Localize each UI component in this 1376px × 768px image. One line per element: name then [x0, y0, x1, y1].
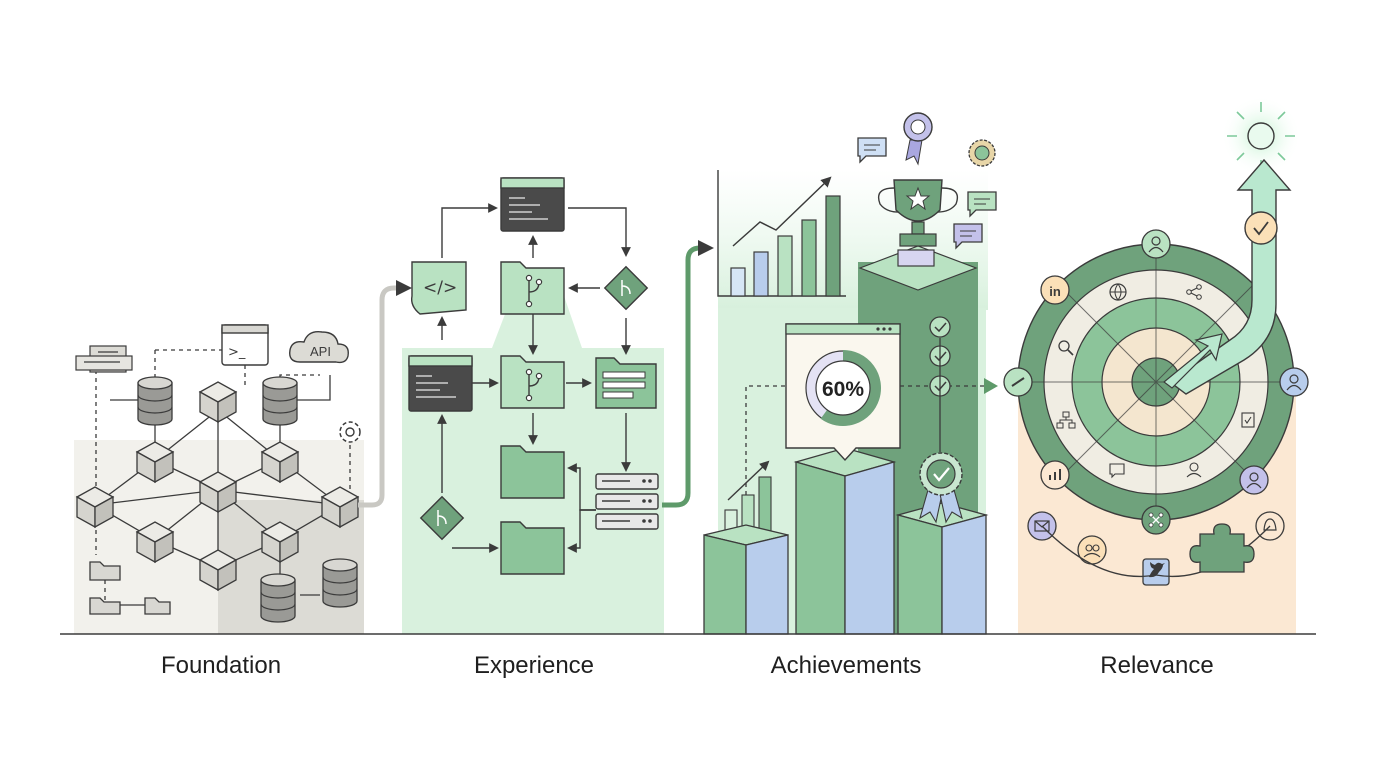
foundation-panel: >_ API [74, 280, 412, 634]
growth-bar-chart [717, 170, 846, 297]
bar-chart-icon [1040, 460, 1070, 490]
user-icon [1141, 229, 1171, 259]
cube-node [135, 521, 175, 564]
trophy-icon [877, 179, 959, 247]
dark-terminal-left [408, 355, 473, 412]
cube-node [198, 471, 238, 514]
achievements-panel: 60% [703, 112, 998, 635]
gear-icon [339, 421, 361, 443]
experience-panel: </> [402, 177, 714, 634]
node-cubes [75, 381, 360, 592]
folder-tree [89, 561, 171, 615]
support-icon [1186, 462, 1202, 478]
globe-icon [1109, 283, 1127, 301]
database-icon [262, 376, 298, 426]
progress-ring [820, 350, 881, 426]
list-document-icon [595, 357, 657, 409]
sun-icon [1247, 122, 1275, 150]
cube-node [198, 549, 238, 592]
twitter-icon [1142, 558, 1170, 586]
chat-icon [1109, 463, 1125, 479]
progress-value: 60% [822, 378, 864, 401]
achievement-columns [703, 447, 989, 635]
terminal-window: >_ [221, 324, 269, 366]
trophy-pedestal [858, 245, 978, 291]
stage-label-experience: Experience [473, 652, 595, 679]
branch-folders [500, 261, 565, 409]
database-icon [260, 573, 296, 623]
network-icon [1141, 505, 1171, 535]
cloud-label: API [310, 344, 331, 359]
terminal-prompt: >_ [228, 345, 246, 360]
check-circle-icon [929, 316, 951, 338]
cube-node [135, 441, 175, 484]
rosette-icon [968, 139, 996, 167]
cube-node [260, 521, 300, 564]
chat-bubble-icon [857, 137, 887, 164]
org-chart-icon [1056, 411, 1076, 429]
cloud-icon: API [289, 331, 349, 364]
chat-bubble-icon [953, 223, 983, 250]
progress-window: 60% [785, 323, 901, 462]
merge-diamond-top [603, 265, 649, 311]
cube-node [320, 486, 360, 529]
folder-icon [500, 521, 565, 575]
relevance-wheel [1017, 243, 1295, 521]
code-file-icon: </> [410, 261, 467, 315]
user-icon [1279, 367, 1309, 397]
stage-label-relevance: Relevance [1100, 652, 1214, 679]
cube-node [198, 381, 238, 424]
cube-node [260, 441, 300, 484]
git-branch-folder-icon [500, 261, 565, 315]
medal-icon [903, 112, 933, 166]
cube-node [75, 486, 115, 529]
code-glyph: </> [423, 278, 457, 298]
award-badge-icon [919, 452, 963, 524]
merge-diamond-bottom [419, 495, 465, 541]
relevance-panel: in [1003, 96, 1309, 634]
link-icon [1003, 367, 1033, 397]
database-icon [322, 558, 358, 608]
user-icon [1239, 465, 1269, 495]
clipboard-icon [1241, 412, 1255, 428]
share-icon [1186, 284, 1202, 300]
search-icon [1058, 340, 1074, 356]
linkedin-glyph: in [1049, 284, 1061, 299]
linkedin-icon [1040, 275, 1070, 305]
document-stack-icon [75, 345, 133, 373]
chat-bubble-icon [967, 191, 997, 218]
stage-label-foundation: Foundation [160, 652, 282, 679]
database-icon [137, 376, 173, 426]
database-stacks [137, 376, 358, 623]
stage-label-achievements: Achievements [770, 652, 922, 679]
checkmark-badge-icon [1244, 211, 1278, 245]
folder-icon [500, 445, 565, 499]
team-icon [1077, 535, 1107, 565]
server-stack-icon [595, 473, 659, 530]
dark-terminal-top [500, 177, 565, 232]
puzzle-piece-icon [1189, 523, 1255, 573]
git-branch-folder-icon [500, 355, 565, 409]
